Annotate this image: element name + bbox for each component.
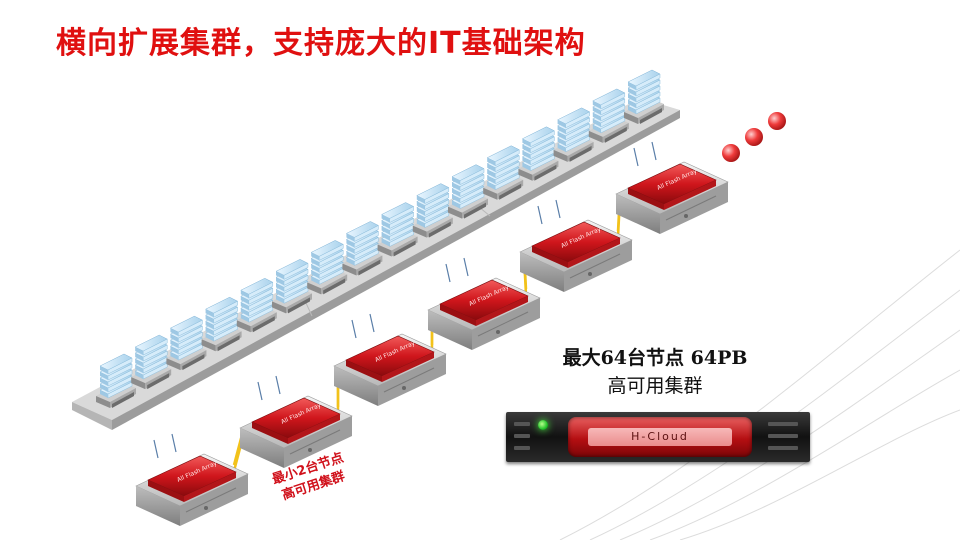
server-stack (448, 164, 488, 219)
server-stack (624, 69, 664, 124)
server-stack (588, 88, 629, 143)
max-cluster-line1: 最大64台节点 64PB (562, 347, 748, 369)
server-stack (272, 259, 312, 314)
hcloud-appliance: H-Cloud (506, 412, 810, 462)
storage-node: All Flash Array (615, 141, 729, 234)
hcloud-label: H-Cloud (588, 428, 732, 446)
power-led-icon (538, 420, 548, 430)
server-stack (483, 145, 524, 200)
vent-slot (768, 422, 798, 426)
server-stack (412, 183, 453, 238)
server-stack (307, 240, 348, 295)
server-stack (236, 277, 277, 333)
server-stacks (96, 69, 664, 408)
max-cluster-caption: 最大64台节点 64PB 高可用集群 (520, 344, 790, 400)
vent-slot (514, 434, 530, 438)
vent-slot (514, 446, 530, 450)
storage-node: All Flash Array (135, 433, 249, 526)
server-stack (131, 334, 172, 390)
ellipsis-dot (745, 128, 763, 146)
ellipsis-dot (722, 144, 740, 162)
vent-slot (768, 434, 798, 438)
page-title: 横向扩展集群，支持庞大的IT基础架构 (56, 26, 586, 61)
server-stack (377, 202, 418, 257)
ellipsis-dot (768, 112, 786, 130)
continuation-dots (722, 112, 786, 162)
storage-node: All Flash Array (519, 199, 633, 292)
vent-slot (768, 446, 798, 450)
storage-node: All Flash Array (333, 313, 447, 406)
storage-node: All Flash Array (239, 375, 353, 468)
server-stack (201, 296, 242, 352)
server-stack (553, 107, 594, 162)
server-stack (166, 315, 207, 371)
server-stack (96, 353, 136, 408)
storage-node: All Flash Array (427, 257, 541, 350)
vent-slot (514, 422, 530, 426)
hcloud-front-panel: H-Cloud (568, 417, 752, 457)
max-cluster-line2: 高可用集群 (607, 375, 703, 397)
